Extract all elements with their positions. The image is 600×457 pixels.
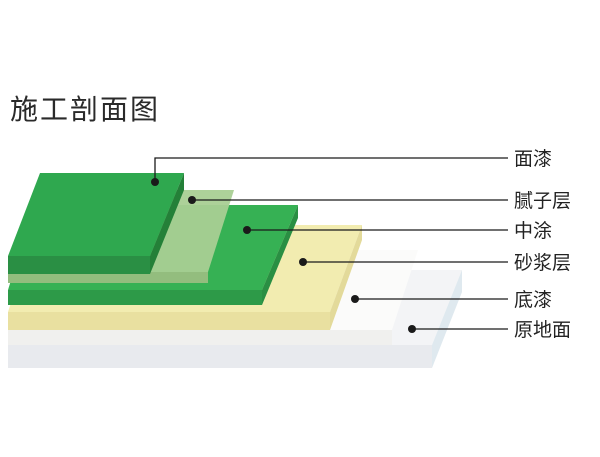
label-original-ground: 原地面 xyxy=(514,319,571,341)
layer-top-coat xyxy=(8,173,184,274)
leader-mid-coat xyxy=(243,226,508,234)
label-mid-coat: 中涂 xyxy=(514,220,552,242)
leader-putty xyxy=(188,196,508,204)
label-primer: 底漆 xyxy=(514,289,552,311)
label-top-coat: 面漆 xyxy=(514,148,552,170)
diagram-title: 施工剖面图 xyxy=(10,93,161,126)
label-putty: 腻子层 xyxy=(514,190,571,212)
leader-mortar xyxy=(299,258,508,266)
leader-primer xyxy=(351,295,508,303)
leader-top-coat xyxy=(151,157,508,186)
label-mortar: 砂浆层 xyxy=(514,252,571,274)
leader-original-ground xyxy=(408,325,508,333)
